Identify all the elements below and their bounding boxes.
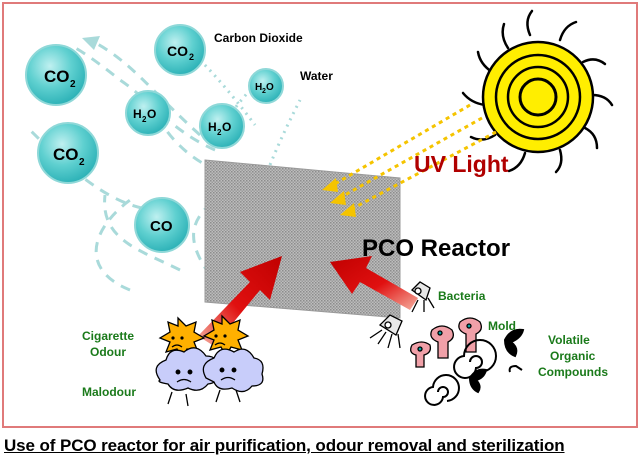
h2o-label-tail: O	[222, 120, 231, 134]
h2o-label-tail: O	[147, 107, 156, 121]
pco-reactor-label: PCO Reactor	[362, 235, 510, 262]
h2o-subscript: 2	[142, 115, 147, 124]
flow-arrow-head	[82, 36, 100, 50]
co-label: CO	[150, 218, 173, 235]
polluted-air-arrow-right	[330, 256, 418, 310]
h2o-label: H	[133, 107, 142, 121]
voc-label-line3: Compounds	[538, 365, 608, 379]
co2-molecule: CO 2	[37, 122, 99, 184]
voc-icon	[424, 328, 525, 406]
water-label: Water	[300, 69, 333, 83]
h2o-label-tail: O	[266, 82, 274, 93]
co2-label: CO	[167, 43, 188, 59]
co2-subscript: 2	[70, 79, 76, 90]
co2-label: CO	[44, 67, 70, 86]
uv-rays	[327, 103, 497, 214]
sun-icon	[461, 9, 614, 174]
carbon-dioxide-label: Carbon Dioxide	[214, 31, 303, 45]
uv-ray-arrowheads	[322, 178, 356, 217]
co2-label: CO	[53, 145, 79, 164]
air-flow-dots	[198, 58, 302, 166]
co2-subscript: 2	[79, 157, 85, 168]
co-molecule: CO	[134, 197, 190, 253]
h2o-subscript: 2	[217, 128, 222, 137]
malodour-icon	[155, 347, 264, 407]
h2o-label: H	[255, 82, 262, 93]
h2o-subscript: 2	[262, 88, 266, 95]
h2o-molecule: H 2 O	[125, 90, 171, 136]
co2-subscript: 2	[189, 52, 194, 62]
co2-molecule: CO 2	[154, 24, 206, 76]
malodour-label: Malodour	[82, 385, 136, 399]
cigarette-label-line2: Odour	[90, 345, 126, 359]
voc-label-line2: Organic	[550, 349, 596, 363]
h2o-label: H	[208, 120, 217, 134]
voc-label-line1: Volatile	[548, 333, 590, 347]
h2o-molecule: H 2 O	[248, 68, 284, 104]
h2o-molecule: H 2 O	[199, 103, 245, 149]
mold-label: Mold	[488, 319, 516, 333]
bacteria-icon	[369, 281, 435, 349]
bacteria-label: Bacteria	[438, 289, 486, 303]
uv-light-label: UV Light	[414, 151, 509, 177]
mold-icon	[410, 317, 482, 368]
co2-molecule: CO 2	[25, 44, 87, 106]
figure-caption: Use of PCO reactor for air purification,…	[4, 436, 565, 455]
cigarette-label-line1: Cigarette	[82, 329, 134, 343]
